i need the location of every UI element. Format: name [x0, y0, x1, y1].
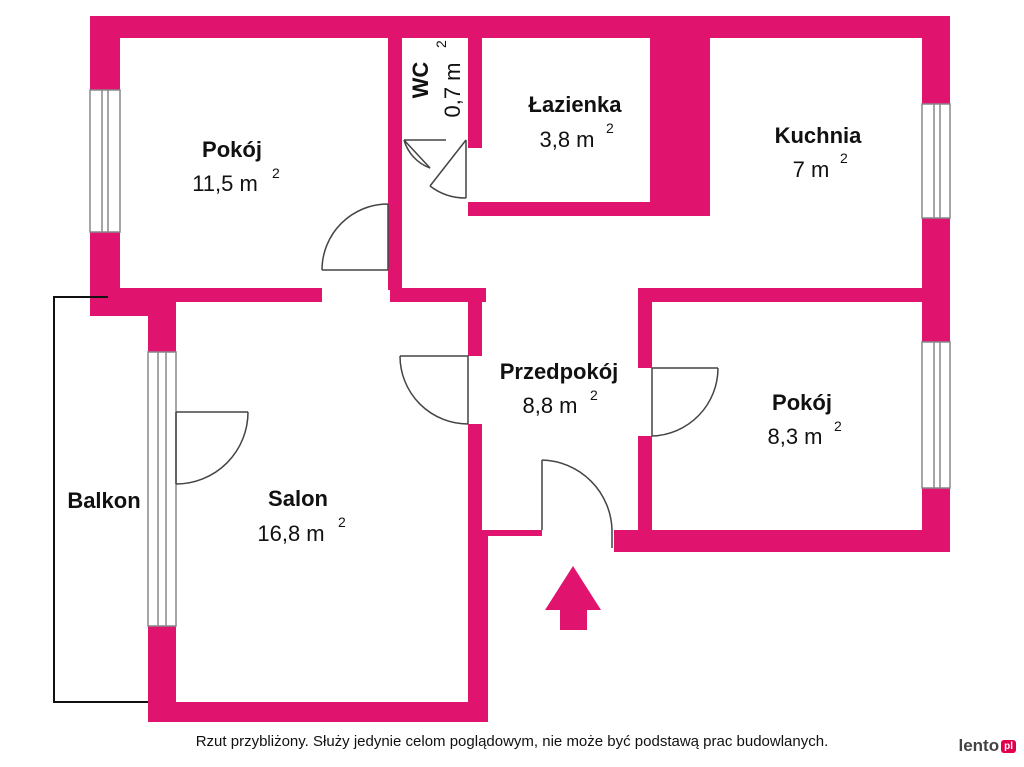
room-area: 7 m [793, 157, 830, 182]
wall-pokoj2-left-upper [638, 288, 652, 368]
room-pokoj2: Pokój 8,3 m 2 [767, 390, 842, 449]
walls [90, 16, 950, 722]
disclaimer-caption: Rzut przybliżony. Służy jedynie celom po… [195, 733, 829, 750]
arrow-up-icon [545, 566, 601, 630]
room-wc: WC 0,7 m 2 [408, 40, 465, 118]
door-pokoj1 [321, 203, 389, 271]
wall-salon-right-upper [468, 296, 482, 356]
room-pokoj1: Pokój 11,5 m 2 [192, 137, 280, 196]
room-area-sup: 2 [338, 514, 346, 530]
logo-badge: pl [1001, 740, 1016, 754]
wall-right-2 [922, 218, 950, 342]
room-name: Salon [268, 486, 328, 511]
room-area: 0,7 m [440, 62, 465, 117]
window-pokoj2 [921, 341, 951, 489]
door-balkon [175, 411, 249, 485]
room-area-sup: 2 [840, 150, 848, 166]
room-area: 8,3 m [767, 424, 822, 449]
wall-top [90, 16, 950, 38]
room-area-sup: 2 [433, 40, 449, 48]
window-salon-balkon [147, 351, 177, 627]
room-area-sup: 2 [272, 165, 280, 181]
wall-hall-bottom-right [614, 530, 950, 552]
room-area: 11,5 m [192, 171, 258, 196]
room-name: Kuchnia [775, 123, 863, 148]
wall-salon-bottom [148, 702, 488, 722]
room-area-sup: 2 [834, 418, 842, 434]
door-wc [403, 139, 446, 169]
logo-text: lento [958, 736, 1000, 755]
room-name: Balkon [67, 488, 140, 513]
room-salon: Salon 16,8 m 2 [257, 486, 346, 546]
wall-hall-bottom-left [482, 530, 542, 536]
room-area-sup: 2 [606, 120, 614, 136]
wall-pokoj2-left-lower [638, 436, 652, 536]
wall-pokoj2-top [638, 288, 950, 302]
wall-lazienka-shaft [650, 38, 710, 216]
wall-salon-right-lower [468, 530, 488, 722]
room-name: Pokój [772, 390, 832, 415]
room-area: 8,8 m [522, 393, 577, 418]
room-name: Pokój [202, 137, 262, 162]
wall-left-upper [90, 16, 120, 90]
door-lazienka [429, 139, 467, 199]
door-salon-hall [399, 355, 469, 425]
room-lazienka: Łazienka 3,8 m 2 [529, 92, 623, 152]
doors [175, 139, 719, 548]
wall-pokoj-bottom-right [390, 288, 486, 302]
room-area-sup: 2 [590, 387, 598, 403]
balkon-outline [53, 296, 148, 703]
room-name: Łazienka [529, 92, 623, 117]
door-entrance [541, 459, 613, 548]
room-przedpokoj: Przedpokój 8,8 m 2 [500, 359, 619, 418]
wall-salon-left-top [148, 296, 176, 352]
room-name: WC [408, 62, 433, 99]
wall-lazienka-bottom [468, 202, 710, 216]
wall-right-1 [922, 16, 950, 104]
room-area: 16,8 m [257, 521, 324, 546]
room-area: 3,8 m [539, 127, 594, 152]
windows [89, 89, 951, 627]
room-kuchnia: Kuchnia 7 m 2 [775, 123, 863, 182]
wall-pokoj-wc [388, 38, 402, 290]
room-balkon: Balkon [67, 488, 140, 513]
window-kuchnia [921, 103, 951, 219]
room-name: Przedpokój [500, 359, 619, 384]
window-pokoj1 [89, 89, 121, 233]
wall-salon-right-mid [468, 424, 482, 530]
wall-wc-lazienka [468, 38, 482, 148]
door-pokoj2 [651, 367, 719, 437]
